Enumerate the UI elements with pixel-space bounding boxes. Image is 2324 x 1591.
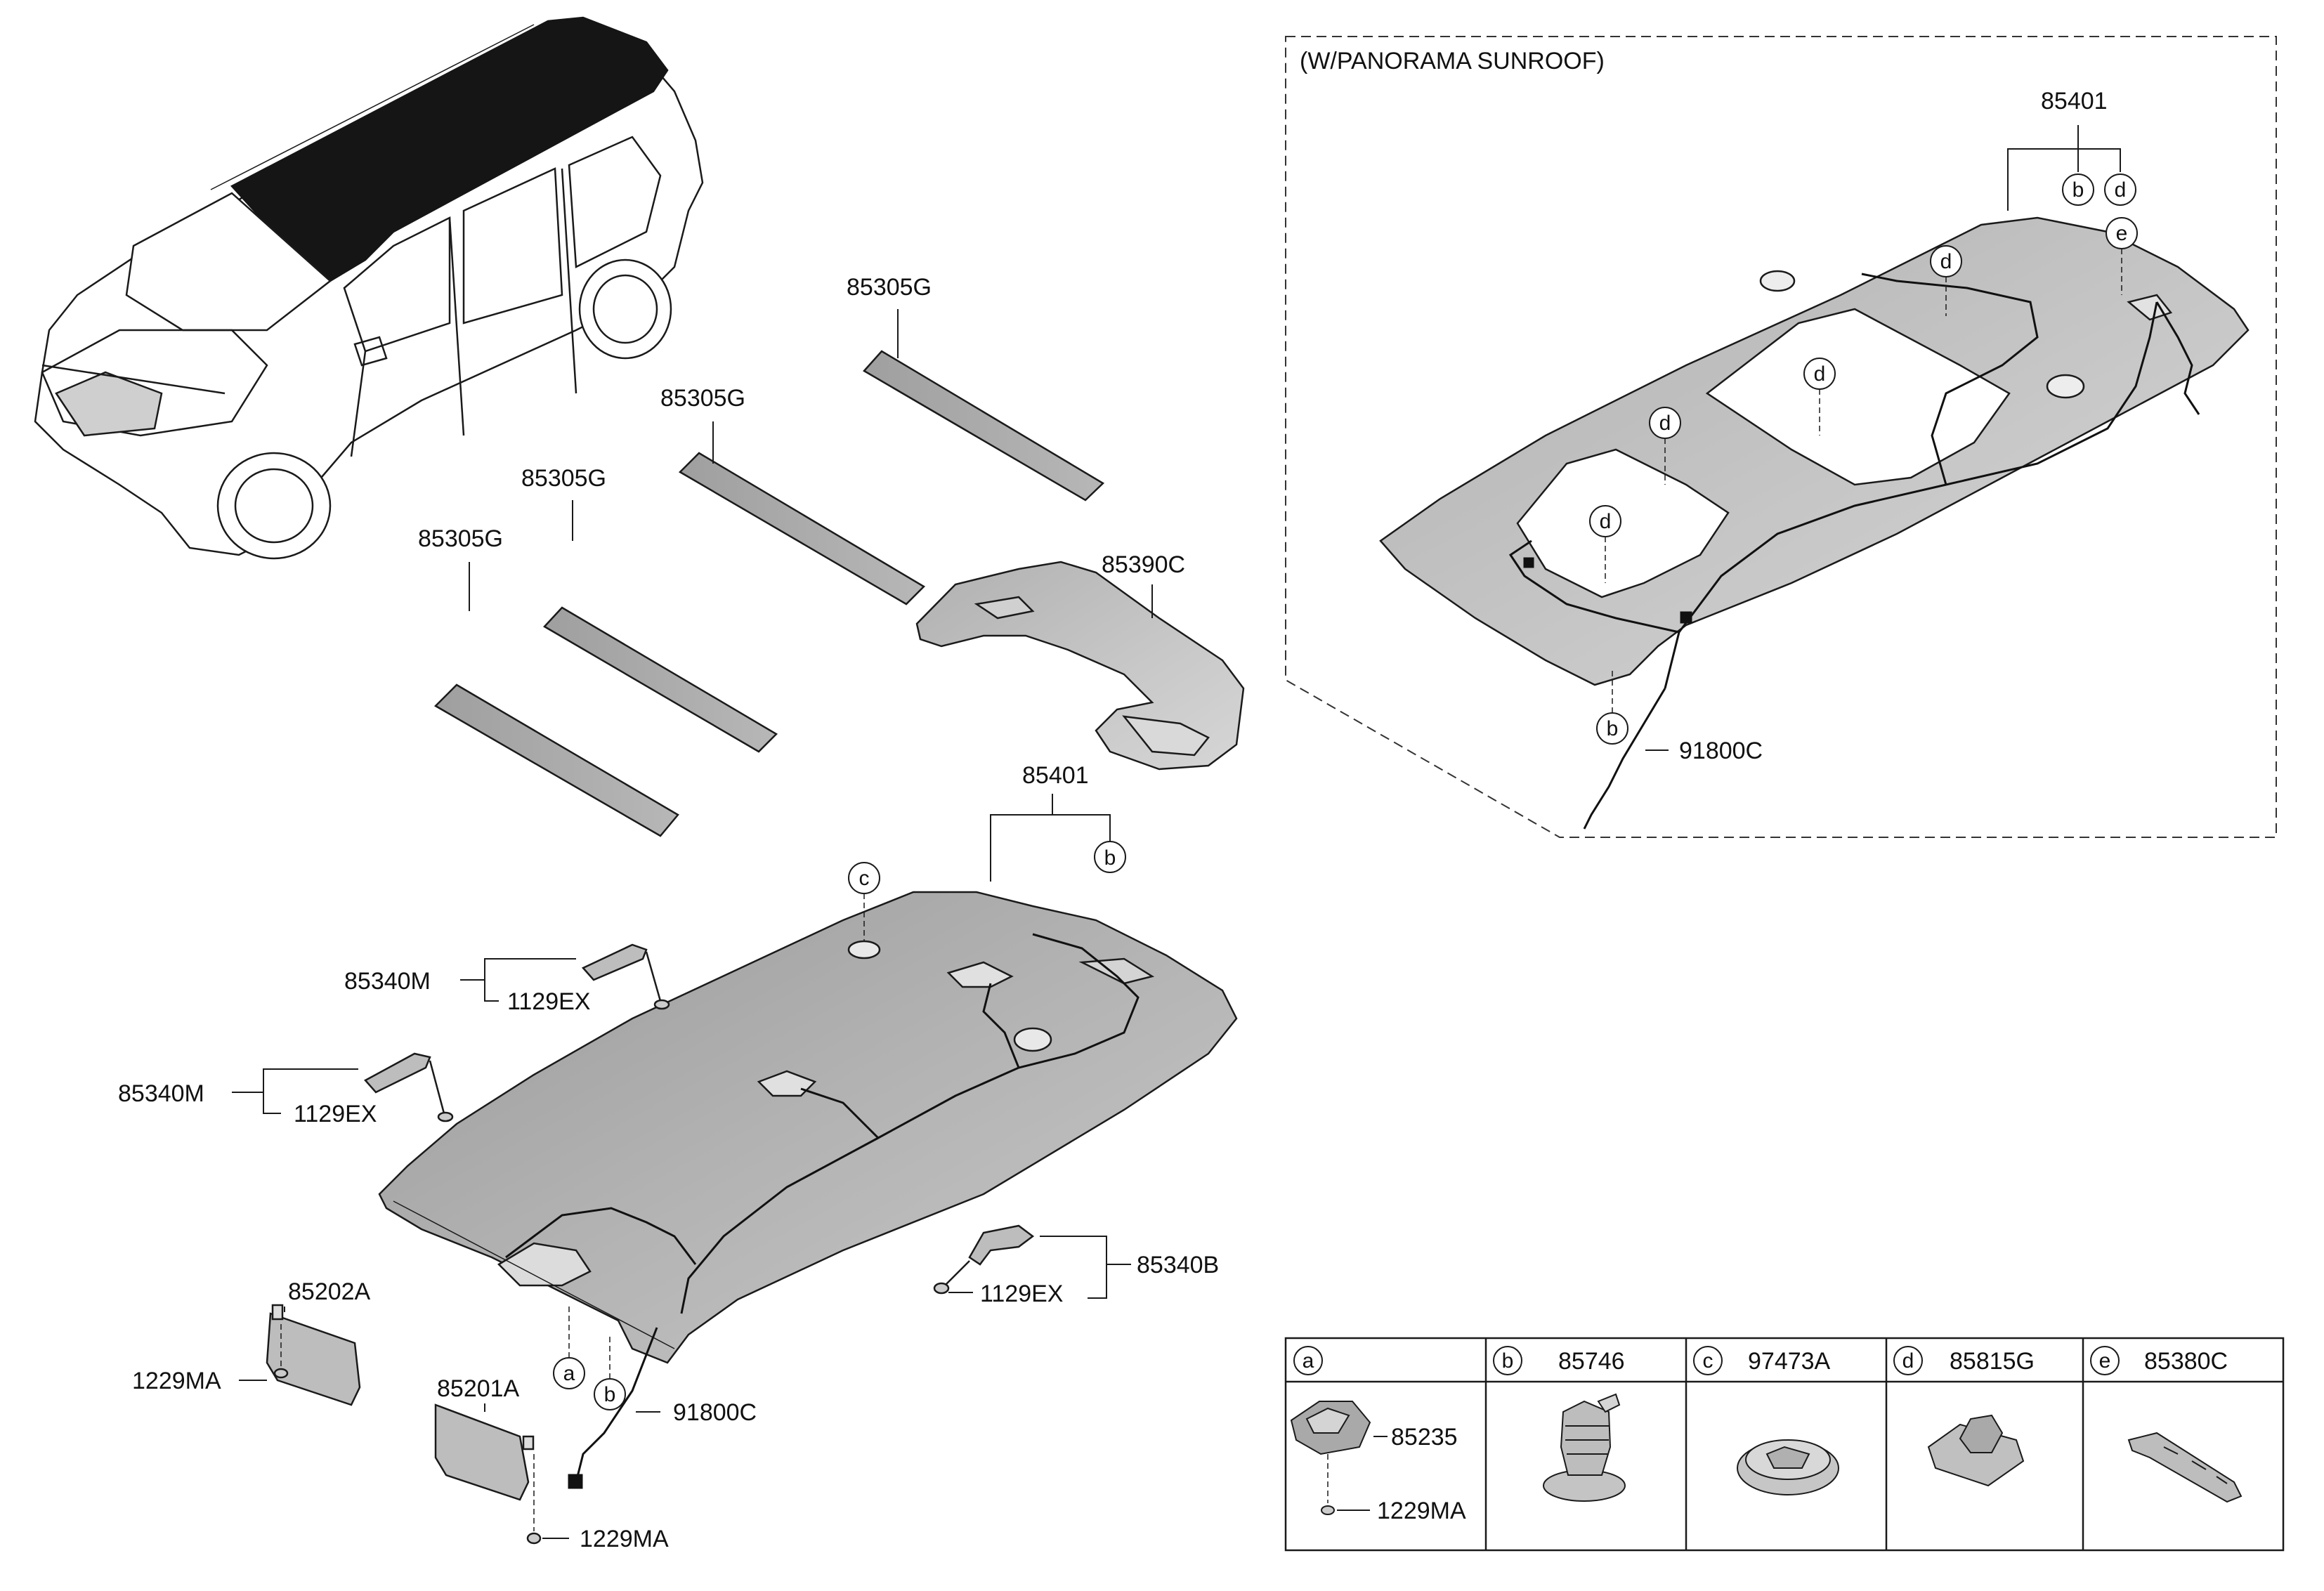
legend-part-e-bracket: [2127, 1432, 2243, 1503]
svg-text:d: d: [1940, 250, 1952, 273]
headlining-wiring: [505, 933, 1140, 1489]
svg-text:d: d: [1902, 1349, 1914, 1373]
grip-right-bracket: [948, 1236, 1131, 1299]
svg-text:b: b: [1502, 1349, 1514, 1373]
svg-text:d: d: [1659, 412, 1671, 435]
pad-shape-2: [543, 606, 778, 753]
legend-header-c: c 97473A: [1693, 1346, 1831, 1375]
grip-right-label: 85340B: [1137, 1252, 1219, 1278]
legend-header-b: b 85746: [1493, 1346, 1625, 1375]
sunroof-callout-d1: d: [1930, 245, 1962, 316]
grip-lower-bracket: [232, 1068, 358, 1114]
visor-left: [266, 1304, 361, 1406]
callout-b-bottom: b: [594, 1335, 626, 1410]
legend-header-d: d 85815G: [1893, 1346, 2035, 1375]
grip-upper: [581, 943, 670, 1010]
sunroof-box: [1285, 36, 2277, 838]
svg-text:d: d: [2115, 178, 2127, 202]
legend-header-a: a: [1293, 1346, 1323, 1375]
grip-upper-screw-label: 1129EX: [507, 988, 590, 1015]
pad-shape-1: [433, 683, 679, 837]
legend-part-a-lamp-label: 85235: [1391, 1424, 1458, 1451]
callout-a: a: [553, 1307, 585, 1389]
svg-text:85746: 85746: [1558, 1348, 1625, 1375]
legend-part-a-lamp: [1290, 1401, 1371, 1515]
callout-c: c: [848, 862, 880, 941]
legend-part-a-screw-label: 1229MA: [1377, 1498, 1466, 1524]
legend-part-b-clip: [1543, 1393, 1626, 1502]
legend-part-d-clip: [1927, 1414, 2025, 1487]
svg-text:97473A: 97473A: [1748, 1348, 1831, 1375]
svg-text:a: a: [1303, 1349, 1314, 1373]
svg-text:85815G: 85815G: [1950, 1348, 2035, 1375]
headlining-main: [378, 891, 1238, 1364]
grip-right-screw-label: 1129EX: [980, 1281, 1063, 1307]
sunroof-callout-d-top: d: [2104, 173, 2136, 206]
rear-pad: [915, 561, 1245, 771]
visor-left-label: 85202A: [288, 1278, 371, 1305]
visor-left-screw-label: 1229MA: [132, 1368, 221, 1394]
pad-shape-3: [678, 452, 926, 605]
sunroof-callout-e: e: [2106, 217, 2138, 295]
sunroof-callout-d3: d: [1649, 407, 1681, 485]
pad-label-2: 85305G: [521, 465, 606, 492]
wiring-label: 91800C: [673, 1399, 757, 1426]
legend-header-e: e 85380C: [2090, 1346, 2228, 1375]
pad-label-1: 85305G: [418, 525, 503, 552]
sunroof-wiring: [1508, 273, 2200, 830]
svg-text:d: d: [1814, 362, 1826, 386]
grip-lower-label: 85340M: [118, 1080, 204, 1107]
sunroof-box-title: (W/PANORAMA SUNROOF): [1300, 48, 1605, 74]
grip-lower-screw-label: 1129EX: [294, 1101, 377, 1127]
svg-text:b: b: [1607, 717, 1619, 740]
svg-text:c: c: [1703, 1349, 1713, 1373]
pad-shape-4: [863, 350, 1105, 502]
grip-upper-label: 85340M: [344, 968, 431, 995]
grip-right: [933, 1224, 1035, 1295]
sunroof-bracket: [2007, 125, 2121, 211]
roof-pads: [433, 350, 1105, 837]
vehicle-illustration: [34, 16, 704, 560]
visor-right-label: 85201A: [437, 1375, 520, 1402]
callout-b-top: b: [1094, 841, 1126, 873]
visor-right: [434, 1403, 542, 1545]
pad-label-4: 85305G: [847, 274, 932, 301]
svg-text:d: d: [1600, 510, 1612, 533]
sunroof-callout-b-bottom: b: [1596, 667, 1628, 745]
headlining-bracket: [990, 794, 1111, 882]
svg-text:a: a: [563, 1362, 575, 1385]
headlining-label: 85401: [1022, 762, 1089, 789]
svg-text:85380C: 85380C: [2144, 1348, 2228, 1375]
sunroof-callout-b-top: b: [2062, 173, 2094, 206]
svg-text:b: b: [2072, 178, 2084, 202]
grip-upper-bracket: [460, 958, 576, 1002]
pad-leaders: [469, 309, 899, 611]
grip-lower: [364, 1052, 454, 1122]
sunroof-callout-d4: d: [1589, 505, 1621, 583]
svg-text:c: c: [859, 867, 870, 890]
rear-pad-label: 85390C: [1102, 551, 1185, 578]
svg-text:b: b: [1104, 846, 1116, 870]
sunroof-headlining-label: 85401: [2041, 88, 2108, 114]
svg-text:b: b: [604, 1383, 616, 1406]
svg-text:e: e: [2099, 1349, 2111, 1373]
sunroof-callout-d2: d: [1803, 358, 1836, 436]
visor-right-screw-label: 1229MA: [580, 1526, 669, 1552]
pad-label-3: 85305G: [660, 385, 745, 412]
legend-part-c-cap: [1737, 1439, 1839, 1495]
sunroof-wiring-label: 91800C: [1679, 738, 1763, 764]
svg-text:e: e: [2116, 222, 2128, 245]
headlining-sunroof: [1379, 216, 2250, 686]
legend-table: [1284, 1337, 2285, 1552]
